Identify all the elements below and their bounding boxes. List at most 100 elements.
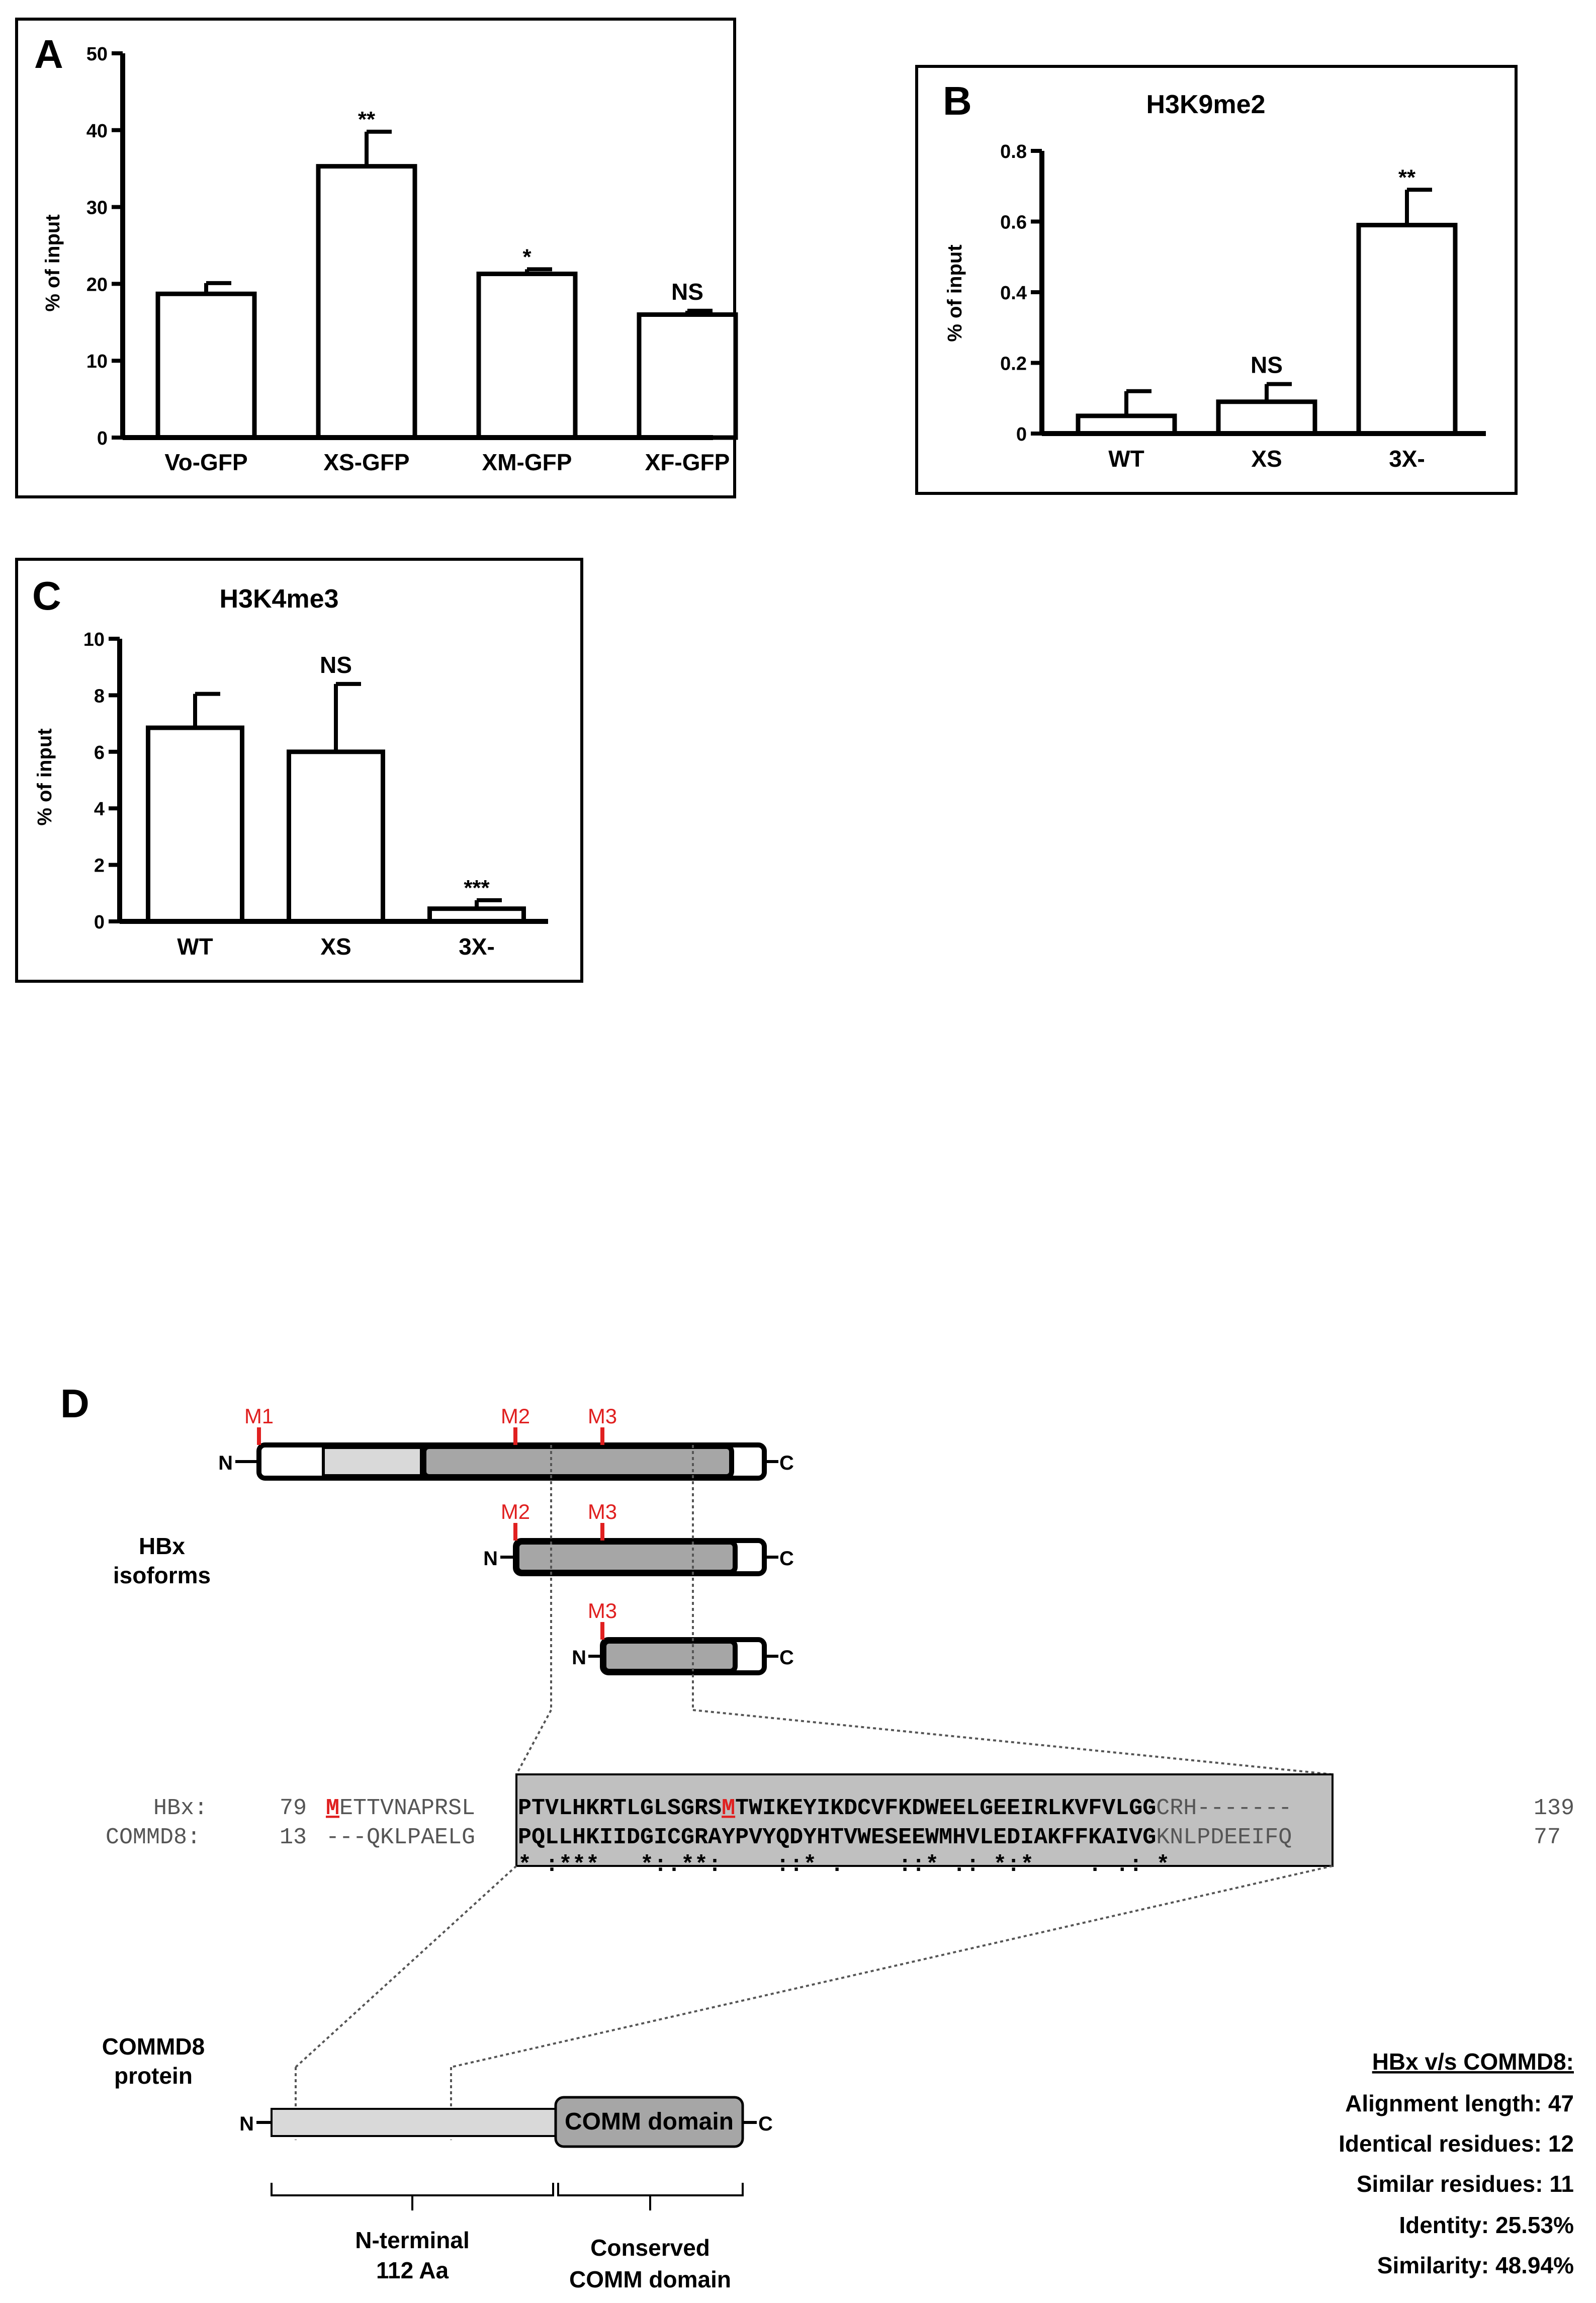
isoform-3-c-terminus: C bbox=[779, 1647, 794, 1669]
commd8-start: 13 bbox=[280, 1825, 307, 1850]
panel-a-bar bbox=[476, 272, 578, 440]
panel-b-category-label: WT bbox=[1108, 446, 1144, 472]
commd8-post-sequence: KNLPDEEIFQ bbox=[1156, 1825, 1292, 1850]
panel-b-bar bbox=[1216, 399, 1317, 436]
guide-line-left-to-alignment bbox=[515, 1710, 552, 1775]
isoform-3-n-terminus: N bbox=[572, 1647, 586, 1669]
comm-domain-label: COMM domain bbox=[565, 2108, 734, 2135]
isoform-short: N C M3 bbox=[572, 1599, 794, 1675]
panel-a-category-label: Vo-GFP bbox=[164, 449, 247, 475]
isoform-1-dark-segment bbox=[421, 1444, 734, 1479]
isoform-1-c-terminus: C bbox=[779, 1452, 794, 1474]
panel-a-ytick-label: 10 bbox=[86, 351, 108, 372]
panel-b-bar bbox=[1076, 413, 1177, 436]
panel-c-significance-label: NS bbox=[320, 652, 352, 678]
isoform-1-light-segment bbox=[322, 1446, 423, 1477]
panel-a-ytick-label: 20 bbox=[86, 274, 108, 295]
panel-b-frame bbox=[915, 65, 1518, 495]
panel-c-y-axis-label: % of input bbox=[34, 728, 56, 825]
panel-b-ytick-label: 0.2 bbox=[1000, 354, 1027, 375]
panel-a-category-label: XS-GFP bbox=[323, 449, 409, 475]
panel-c-ytick-label: 10 bbox=[83, 629, 105, 650]
stats-similarity: Similarity: 48.94% bbox=[1377, 2252, 1574, 2278]
n-terminal-bracket bbox=[271, 2183, 554, 2210]
panel-a-frame bbox=[15, 18, 736, 498]
panel-a-category-label: XF-GFP bbox=[645, 449, 730, 475]
hbx-start: 79 bbox=[280, 1796, 307, 1821]
panel-b-label: B bbox=[943, 78, 972, 123]
hbx-pre-sequence: ETTVNAPRSL bbox=[339, 1796, 475, 1821]
isoform-label-line2: isoforms bbox=[113, 1562, 211, 1588]
stats-alignment-length: Alignment length: 47 bbox=[1345, 2090, 1574, 2116]
guide-line-right-to-alignment bbox=[692, 1709, 1333, 1775]
panel-b-y-ticks: 00.20.40.60.8 bbox=[1000, 141, 1042, 445]
panel-c-x-tick-labels: WT XS 3X- bbox=[177, 933, 495, 960]
isoform-1-n-terminus: N bbox=[218, 1452, 233, 1474]
commd8-protein-label-line2: protein bbox=[114, 2063, 193, 2089]
isoform-2-m2-label: M2 bbox=[501, 1500, 530, 1523]
panel-c-category-label: XS bbox=[320, 933, 351, 960]
isoform-3-m3-label: M3 bbox=[588, 1599, 617, 1623]
panel-c-ytick-label: 4 bbox=[94, 799, 105, 820]
hbx-pre-start-codon: M bbox=[326, 1796, 339, 1821]
panel-c-significance-label: *** bbox=[464, 876, 490, 900]
panel-a-bar bbox=[316, 164, 417, 440]
isoform-2-n-terminus: N bbox=[483, 1548, 498, 1570]
panel-a-ytick-label: 50 bbox=[86, 44, 108, 65]
panel-b-ytick-label: 0.8 bbox=[1000, 141, 1027, 162]
stats-similar-residues: Similar residues: 11 bbox=[1357, 2171, 1574, 2197]
stats-title: HBx v/s COMMD8: bbox=[1372, 2049, 1574, 2075]
panel-c-ytick-label: 6 bbox=[94, 742, 105, 763]
panel-a-ytick-label: 0 bbox=[97, 428, 108, 449]
panel-b-annotations: NS** bbox=[1251, 165, 1416, 378]
n-terminal-label-line1: N-terminal bbox=[355, 2227, 469, 2253]
panel-b-bars bbox=[1076, 188, 1458, 436]
alignment-row-hbx: HBx: 79 METTVNAPRSL PTVLHKRTLGLSGRSMTWIK… bbox=[0, 1796, 1596, 1821]
panel-c-label: C bbox=[32, 573, 61, 618]
isoform-2-dark-segment bbox=[514, 1540, 738, 1575]
panel-b-category-label: XS bbox=[1251, 446, 1282, 472]
isoform-3-dark-segment bbox=[601, 1639, 738, 1674]
isoform-1-m2-label: M2 bbox=[501, 1404, 530, 1428]
panel-c-ytick-label: 0 bbox=[94, 912, 105, 933]
panel-a-significance-label: * bbox=[522, 244, 531, 269]
panel-a-bar bbox=[637, 312, 738, 440]
panel-b-ytick-label: 0 bbox=[1016, 424, 1027, 445]
panel-c-title: H3K4me3 bbox=[219, 584, 338, 614]
panel-b-y-axis-label: % of input bbox=[944, 244, 966, 342]
isoform-1-m3-label: M3 bbox=[588, 1404, 617, 1428]
panel-b-significance-label: NS bbox=[1251, 352, 1283, 378]
conserved-label-line2: COMM domain bbox=[569, 2266, 731, 2292]
panel-a-category-label: XM-GFP bbox=[482, 449, 572, 475]
panel-a-bars bbox=[155, 129, 738, 440]
panel-a-significance-label: NS bbox=[671, 279, 703, 305]
hbx-core-a: PTVLHKRTLGLSGRS bbox=[518, 1796, 722, 1821]
panel-a-y-axis-label: % of input bbox=[42, 214, 64, 311]
panel-c-bars bbox=[146, 681, 526, 924]
commd8-end: 77 bbox=[1534, 1825, 1561, 1850]
panel-a-significance-label: ** bbox=[358, 107, 376, 132]
conserved-bracket bbox=[557, 2183, 744, 2210]
commd8-protein-label-line1: COMMD8 bbox=[102, 2033, 205, 2060]
n-terminal-label-line2: 112 Aa bbox=[376, 2257, 449, 2283]
alignment-row-commd8: COMMD8: 13 ---QKLPAELG PQLLHKIIDGICGRAYP… bbox=[0, 1825, 1596, 1850]
panel-c-category-label: 3X- bbox=[459, 933, 495, 960]
panel-c-category-label: WT bbox=[177, 933, 213, 960]
hbx-end: 139 bbox=[1534, 1796, 1574, 1821]
stats-identity: Identity: 25.53% bbox=[1399, 2212, 1574, 2238]
panel-d-diagram: D HBx isoforms N C M1 M2 M3 N C bbox=[0, 1381, 1596, 2292]
isoform-2-m3-label: M3 bbox=[588, 1500, 617, 1523]
panel-c-bar bbox=[287, 749, 385, 924]
hbx-name: HBx: bbox=[153, 1796, 208, 1821]
panel-a-label: A bbox=[34, 32, 63, 76]
isoform-middle: N C M2 M3 bbox=[483, 1500, 794, 1576]
panel-c-annotations: NS *** bbox=[320, 652, 490, 900]
panel-b-ytick-label: 0.6 bbox=[1000, 212, 1027, 233]
commd8-core: PQLLHKIIDGICGRAYPVYQDYHTVWESEEWMHVLEDIAK… bbox=[518, 1825, 1156, 1850]
commd8-pre-sequence: ---QKLPAELG bbox=[326, 1825, 475, 1850]
